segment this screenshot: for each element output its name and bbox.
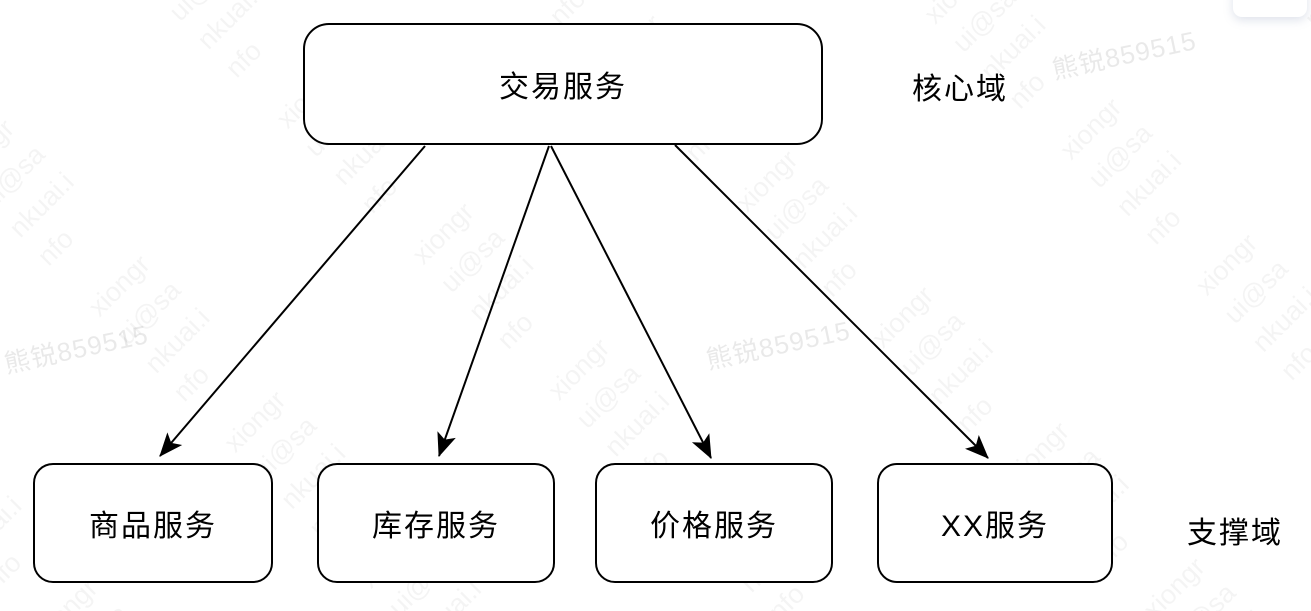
node-label: 库存服务 bbox=[372, 510, 500, 543]
node-label: XX服务 bbox=[940, 510, 1050, 543]
node-xx-service: XX服务 bbox=[877, 463, 1113, 583]
support-domain-label: 支撑域 bbox=[1187, 517, 1283, 550]
arrow-transaction-to-xx bbox=[674, 144, 989, 459]
floating-card[interactable] bbox=[1233, 0, 1307, 17]
arrow-transaction-to-product bbox=[159, 145, 426, 457]
node-product-service: 商品服务 bbox=[33, 463, 273, 583]
node-inventory-service: 库存服务 bbox=[317, 463, 555, 583]
core-domain-label: 核心域 bbox=[912, 73, 1008, 106]
arrow-transaction-to-price bbox=[550, 145, 712, 459]
node-price-service: 价格服务 bbox=[595, 463, 833, 583]
arrow-transaction-to-inventory bbox=[437, 145, 550, 458]
node-transaction-service: 交易服务 bbox=[303, 23, 823, 145]
node-label: 交易服务 bbox=[499, 71, 627, 104]
node-label: 商品服务 bbox=[89, 510, 217, 543]
node-label: 价格服务 bbox=[650, 510, 778, 543]
